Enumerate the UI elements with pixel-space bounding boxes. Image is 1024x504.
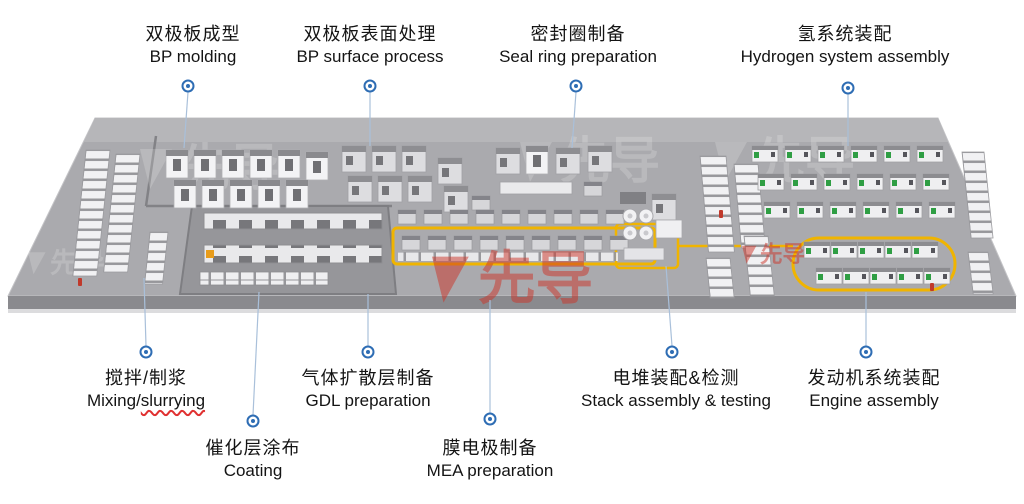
label-engine-en: Engine assembly — [809, 391, 939, 411]
label-hydrogen-system-zh: 氢系统装配 — [797, 24, 893, 44]
label-gdl: 气体扩散层制备 GDL preparation — [302, 366, 435, 413]
callouts — [139, 79, 873, 428]
label-bp-surface-zh: 双极板表面处理 — [303, 24, 437, 44]
label-coating-zh: 催化层涂布 — [205, 438, 301, 458]
callout-hydrogen-system — [841, 81, 855, 146]
stack-assembly-machines — [620, 192, 683, 261]
label-stack: 电堆装配&检测 Stack assembly & testing — [581, 366, 771, 413]
label-bp-molding: 双极板成型 BP molding — [146, 22, 241, 69]
callout-stack — [665, 265, 679, 359]
label-bp-surface: 双极板表面处理 BP surface process — [296, 22, 443, 69]
seal-ring-machines — [495, 145, 613, 197]
label-bp-surface-en: BP surface process — [296, 47, 444, 67]
label-mixing: 搅拌/制浆 Mixing/slurrying — [87, 366, 205, 413]
label-coating-en: Coating — [223, 461, 283, 481]
label-mea: 膜电极制备 MEA preparation — [427, 436, 554, 483]
label-mixing-zh: 搅拌/制浆 — [104, 368, 188, 388]
label-hydrogen-system: 氢系统装配 Hydrogen system assembly — [741, 22, 950, 69]
label-gdl-en: GDL preparation — [305, 391, 431, 411]
label-coating: 催化层涂布 Coating — [206, 436, 301, 483]
label-engine: 发动机系统装配 Engine assembly — [808, 366, 941, 413]
storage-racks-right — [699, 151, 994, 299]
callout-mixing — [139, 277, 153, 359]
callout-mea — [483, 300, 497, 426]
callout-coating — [246, 291, 260, 428]
label-mixing-en-underlined: slurrying — [140, 391, 206, 411]
callout-gdl — [361, 294, 375, 359]
label-stack-en: Stack assembly & testing — [581, 391, 771, 411]
callout-engine — [859, 292, 873, 359]
callout-bp-molding — [181, 79, 195, 149]
label-seal-ring-zh: 密封圈制备 — [530, 24, 626, 44]
label-mea-zh: 膜电极制备 — [442, 438, 538, 458]
mixing-racks — [72, 149, 169, 285]
coating-lines — [199, 212, 383, 286]
label-engine-zh: 发动机系统装配 — [807, 368, 941, 388]
label-bp-molding-en: BP molding — [149, 47, 237, 67]
workers — [78, 210, 934, 291]
label-mixing-en-prefix: Mixing/ — [86, 391, 141, 411]
label-mea-en: MEA preparation — [426, 461, 554, 481]
label-bp-molding-zh: 双极板成型 — [145, 24, 241, 44]
label-seal-ring-en: Seal ring preparation — [499, 47, 657, 67]
callout-bp-surface — [363, 79, 377, 146]
label-gdl-zh: 气体扩散层制备 — [301, 368, 435, 388]
label-stack-zh: 电堆装配&检测 — [612, 368, 740, 388]
floor-shadow — [8, 309, 1016, 313]
callout-seal-ring — [569, 79, 583, 149]
label-mixing-en: Mixing/slurrying — [87, 390, 205, 413]
label-seal-ring: 密封圈制备 Seal ring preparation — [499, 22, 657, 69]
label-hydrogen-system-en: Hydrogen system assembly — [740, 47, 950, 67]
